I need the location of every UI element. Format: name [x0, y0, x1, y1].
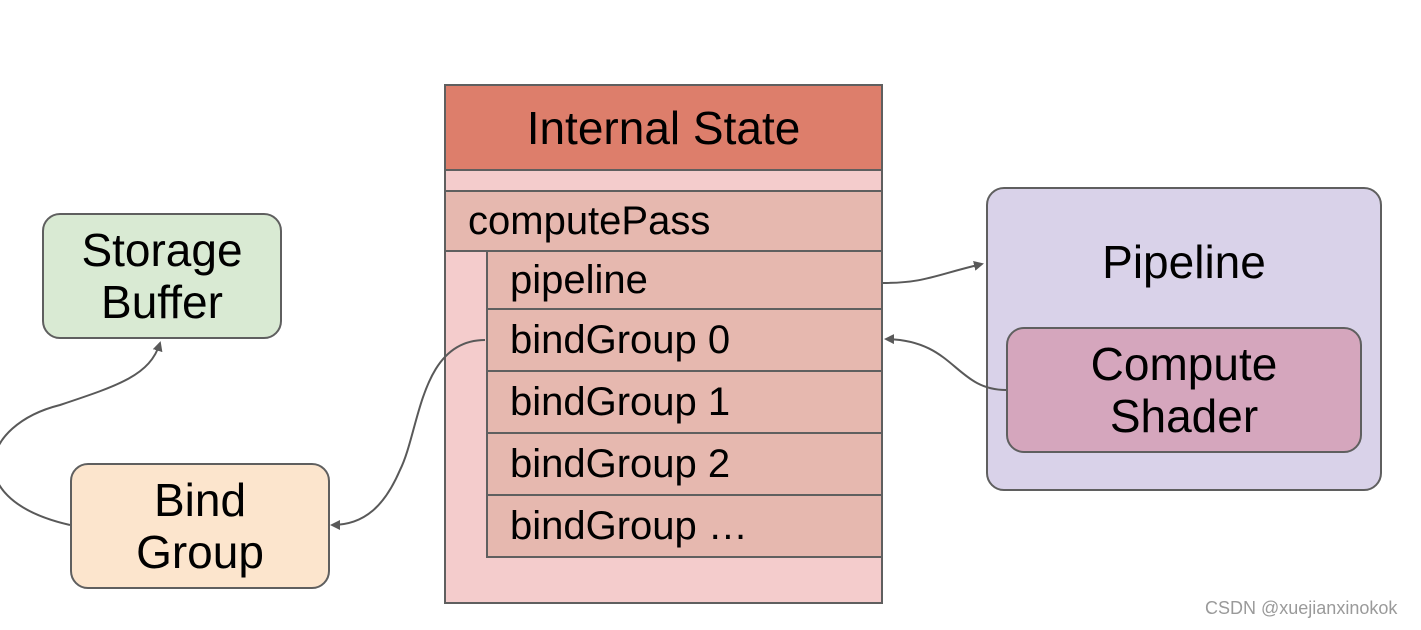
compute-shader-label-line2: Shader: [1109, 390, 1259, 442]
storage-buffer-label-line2: Buffer: [101, 276, 223, 328]
compute-shader-label-line1: Compute: [1090, 337, 1278, 390]
storage-buffer-label-line1: Storage: [81, 223, 243, 276]
bindgroup-2-row: bindGroup 2: [486, 434, 881, 496]
bind-group-label-line1: Bind: [153, 473, 247, 526]
arrow-bindgroup-to-storagebuffer: [0, 341, 163, 526]
bindgroup-more-row: bindGroup …: [486, 496, 881, 558]
bindgroup-1-row: bindGroup 1: [486, 372, 881, 434]
arrow-bindgroup0-to-bindgroup: [330, 339, 486, 530]
bind-group-node: Bind Group: [70, 463, 330, 589]
pipeline-row: pipeline: [486, 252, 881, 310]
arrow-computeshader-to-bindgroup0: [884, 334, 1007, 391]
pipeline-title: Pipeline: [1102, 236, 1266, 288]
compute-pass-row: computePass: [446, 190, 881, 252]
internal-state-node: Internal State computePass pipeline bind…: [444, 84, 883, 604]
internal-state-title: Internal State: [446, 86, 881, 171]
bindgroup-0-row: bindGroup 0: [486, 310, 881, 372]
arrow-pipelinerow-to-pipeline: [882, 260, 984, 284]
watermark: CSDN @xuejianxinokok: [1205, 598, 1398, 618]
bind-group-label-line2: Group: [136, 526, 264, 578]
storage-buffer-node: Storage Buffer: [42, 213, 282, 339]
compute-shader-node: Compute Shader: [1006, 327, 1362, 453]
